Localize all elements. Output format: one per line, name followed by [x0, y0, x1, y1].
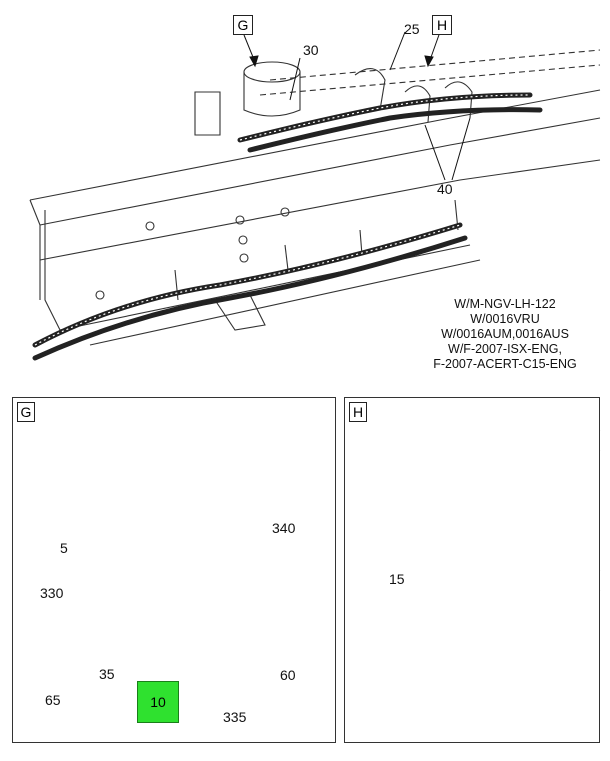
- detail-h-tag: H: [349, 402, 367, 422]
- detail-h-panel: H: [344, 397, 600, 743]
- note-line: W/M-NGV-LH-122: [454, 297, 556, 311]
- label-25: 25: [404, 21, 420, 37]
- label-40: 40: [437, 181, 453, 197]
- note-line: W/F-2007-ISX-ENG,: [448, 342, 562, 356]
- note-line: W/0016AUM,0016AUS: [441, 327, 569, 341]
- highlighted-part-10[interactable]: 10: [137, 681, 179, 723]
- note-line: W/0016VRU: [470, 312, 540, 326]
- callout-h: H: [432, 15, 452, 35]
- note-line: F-2007-ACERT-C15-ENG: [433, 357, 577, 371]
- detail-g-tag: G: [17, 402, 35, 422]
- label-65: 65: [45, 692, 61, 708]
- label-5: 5: [60, 540, 68, 556]
- label-15: 15: [389, 571, 405, 587]
- callout-g: G: [233, 15, 253, 35]
- label-30: 30: [303, 42, 319, 58]
- label-340: 340: [272, 520, 296, 536]
- applicability-notes: W/M-NGV-LH-122 W/0016VRU W/0016AUM,0016A…: [410, 297, 600, 372]
- label-330: 330: [40, 585, 64, 601]
- label-35: 35: [99, 666, 115, 682]
- label-335: 335: [223, 709, 247, 725]
- label-60: 60: [280, 667, 296, 683]
